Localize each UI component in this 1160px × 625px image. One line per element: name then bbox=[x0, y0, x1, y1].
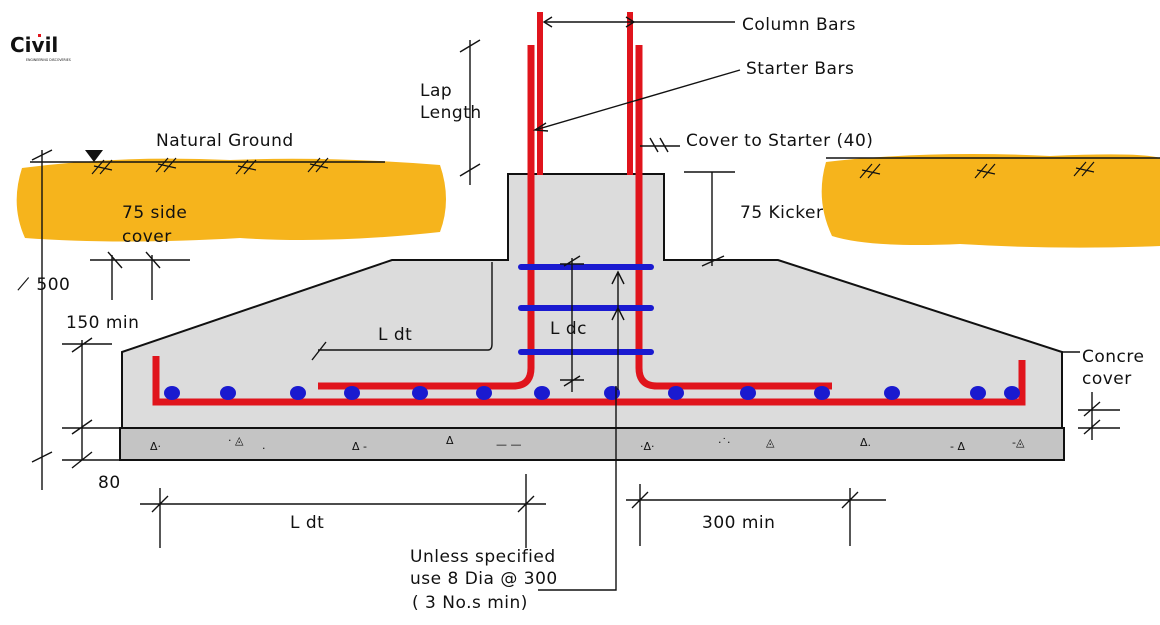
label-note-1: Unless specified bbox=[410, 547, 556, 567]
label-150-min: 150 min bbox=[66, 313, 139, 333]
label-starter-bars: Starter Bars bbox=[746, 59, 854, 79]
civil-logo: Civil ENGINEERING DISCOVERIES bbox=[8, 30, 72, 64]
distribution-bar-dot bbox=[740, 386, 756, 400]
label-blinding-80: 80 bbox=[98, 473, 121, 493]
starter-bars bbox=[318, 45, 832, 390]
label-column-bars: Column Bars bbox=[742, 15, 856, 35]
distribution-bar-dot bbox=[970, 386, 986, 400]
label-ldt-upper: L dt bbox=[378, 325, 412, 345]
svg-text:- Δ: - Δ bbox=[950, 440, 965, 453]
label-cover-to-starter: Cover to Starter (40) bbox=[686, 131, 873, 151]
label-lap-length-2: Length bbox=[420, 103, 482, 123]
svg-text:·˙·: ·˙· bbox=[718, 436, 731, 449]
distribution-bar-dot bbox=[476, 386, 492, 400]
distribution-bar-dot bbox=[344, 386, 360, 400]
svg-text:Δ -: Δ - bbox=[352, 440, 367, 453]
svg-text:·Δ·: ·Δ· bbox=[640, 440, 655, 453]
distribution-bar-dot bbox=[1004, 386, 1020, 400]
distribution-bar-dot bbox=[534, 386, 550, 400]
label-natural-ground: Natural Ground bbox=[156, 131, 294, 151]
logo-text: Civil bbox=[10, 33, 58, 57]
bottom-main-bar bbox=[152, 356, 1026, 406]
distribution-bar-dot bbox=[814, 386, 830, 400]
svg-text:Δ.: Δ. bbox=[860, 436, 871, 449]
label-note-2: use 8 Dia @ 300 bbox=[410, 569, 558, 589]
label-ldc: L dc bbox=[550, 319, 587, 339]
distribution-bar-dot bbox=[164, 386, 180, 400]
label-note-3: ( 3 No.s min) bbox=[412, 593, 528, 613]
column-links bbox=[518, 264, 654, 355]
dimension-lines bbox=[31, 16, 1120, 591]
label-lap-length-1: Lap bbox=[420, 81, 452, 101]
svg-text:◬: ◬ bbox=[766, 436, 775, 449]
diagram-labels: Column Bars Starter Bars Lap Length Natu… bbox=[17, 15, 1144, 613]
logo-subtext: ENGINEERING DISCOVERIES bbox=[26, 58, 71, 62]
label-concrete-cover-1: Concre bbox=[1082, 347, 1144, 367]
label-depth-500: ̸ 500 bbox=[17, 275, 70, 295]
label-ldt-lower: L dt bbox=[290, 513, 324, 533]
label-side-cover-2: cover bbox=[122, 227, 172, 247]
soil-right bbox=[821, 154, 1160, 248]
blinding-layer bbox=[119, 427, 1065, 461]
blinding-aggregate: Δ· · ◬ · Δ - Δ — — ·Δ· ·˙· ◬ Δ. - Δ -◬ bbox=[150, 434, 1025, 455]
column-bars bbox=[537, 12, 633, 175]
svg-text:·: · bbox=[262, 442, 266, 455]
distribution-bar-dot bbox=[884, 386, 900, 400]
svg-text:-◬: -◬ bbox=[1012, 436, 1025, 449]
distribution-bar-dot bbox=[412, 386, 428, 400]
soil-left bbox=[16, 158, 447, 242]
label-concrete-cover-2: cover bbox=[1082, 369, 1132, 389]
distribution-bar-dot bbox=[668, 386, 684, 400]
label-side-cover-1: 75 side bbox=[122, 203, 187, 223]
distribution-bar-dot bbox=[220, 386, 236, 400]
svg-text:Δ·: Δ· bbox=[150, 440, 161, 453]
ground-hatch-marks bbox=[91, 157, 1095, 179]
svg-text:· ◬: · ◬ bbox=[228, 434, 244, 447]
svg-text:— —: — — bbox=[496, 438, 522, 451]
ground-level-marker-icon bbox=[85, 150, 103, 162]
distribution-bar-dot bbox=[290, 386, 306, 400]
svg-text:Δ: Δ bbox=[446, 434, 454, 447]
label-kicker: 75 Kicker bbox=[740, 203, 823, 223]
label-300-min: 300 min bbox=[702, 513, 775, 533]
